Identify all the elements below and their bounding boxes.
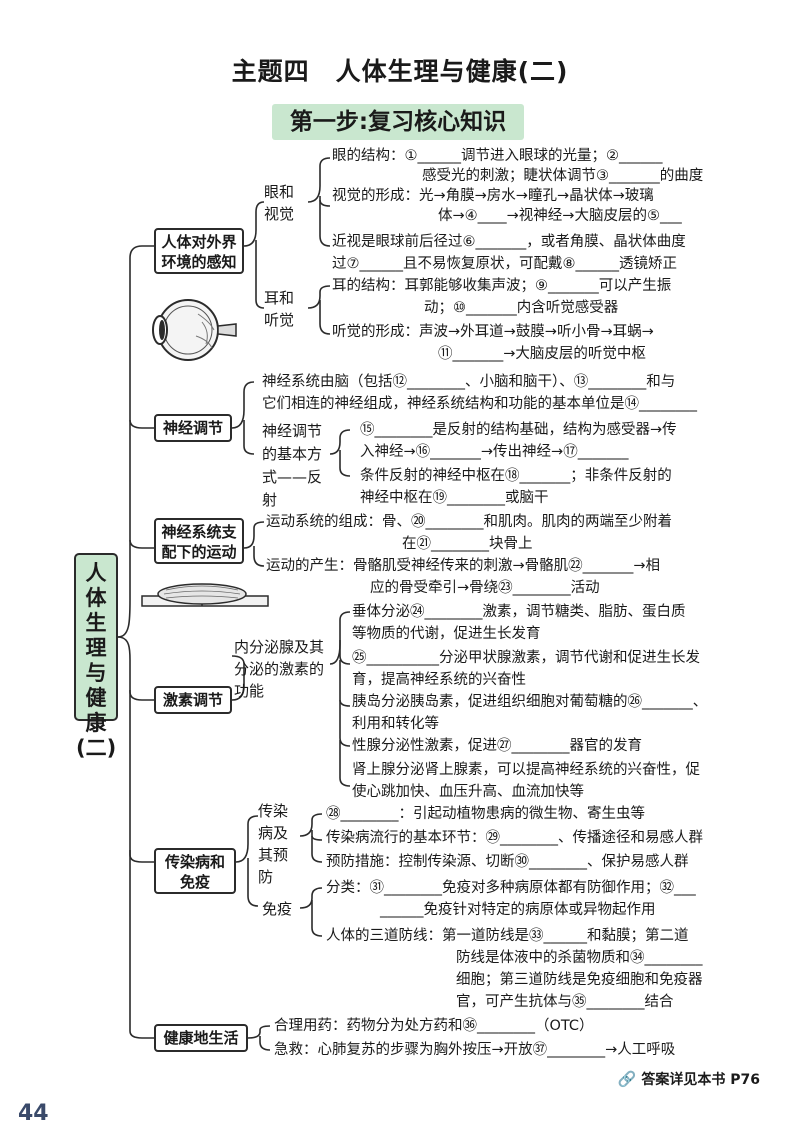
root-char: 康 [85, 711, 107, 735]
text-line: 垂体分泌㉔________激素，调节糖类、脂肪、蛋白质 [352, 604, 686, 620]
text-line: ______免疫针对特定的病原体或异物起作用 [380, 902, 656, 918]
text-line: 神经中枢在⑲________或脑干 [360, 490, 549, 506]
text-line: 入神经→⑯_______→传出神经→⑰_______ [360, 444, 629, 460]
text-line: ㉕__________分泌甲状腺激素，调节代谢和促进生长发 [352, 650, 700, 666]
text-line: 运动系统的组成：骨、⑳________和肌肉。肌肉的两端至少附着 [266, 514, 672, 530]
text-line: ㉘________：引起动植物患病的微生物、寄生虫等 [326, 806, 645, 822]
text-line: 神经系统由脑（包括⑫________、小脑和脑干）、⑬________和与 [262, 374, 676, 390]
text-line: 细胞；第三道防线是免疫细胞和免疫器 [456, 972, 703, 988]
sub-immune: 免疫 [262, 900, 293, 918]
text-line: 条件反射的神经中枢在⑱_______；非条件反射的 [360, 468, 672, 484]
text-line: 动；⑩_______内含听觉感受器 [424, 300, 619, 316]
root-char: 体 [85, 586, 107, 610]
text-line: 急救：心肺复苏的步骤为胸外按压→开放㊲________→人工呼吸 [274, 1042, 676, 1058]
text-line: 预防措施：控制传染源、切断㉚________、保护易感人群 [326, 854, 689, 870]
root-char: (二) [76, 736, 117, 760]
text-line: 人体的三道防线：第一道防线是㉝______和黏膜；第二道 [326, 928, 689, 944]
page-title: 主题四 人体生理与健康(二) [231, 57, 569, 86]
link-icon: 🔗 [617, 1070, 637, 1088]
text-line: 应的骨受牵引→骨绕㉓________活动 [370, 580, 600, 596]
text-line: 视觉的形成：光→角膜→房水→瞳孔→晶状体→玻璃 [332, 188, 654, 204]
category-nervous: 神经调节 [154, 414, 232, 442]
text-line: 合理用药：药物分为处方药和㊱________（OTC） [274, 1018, 594, 1034]
text-line: ⑪_______→大脑皮层的听觉中枢 [438, 346, 646, 362]
text-line: 过⑦______且不易恢复原状，可配戴⑧______透镜矫正 [332, 256, 677, 272]
text-line: 官，可产生抗体与㉟________结合 [456, 994, 674, 1010]
text-line: 体→④____→视神经→大脑皮层的⑤___ [438, 208, 682, 224]
text-line: 传染病流行的基本环节：㉙________、传播途径和易感人群 [326, 830, 703, 846]
root-char: 健 [85, 686, 107, 710]
section-banner: 第一步:复习核心知识 [272, 104, 524, 140]
text-line: 使心跳加快、血压升高、血流加快等 [352, 784, 584, 800]
sub-eye: 眼和视觉 [264, 183, 295, 223]
answer-note-text: 答案详见本书 P76 [641, 1072, 760, 1088]
text-line: 听觉的形成：声波→外耳道→鼓膜→听小骨→耳蜗→ [332, 324, 654, 340]
category-healthy: 健康地生活 [154, 1024, 248, 1052]
text-line: 利用和转化等 [352, 716, 439, 732]
text-line: 感受光的刺激；睫状体调节③_______的曲度 [422, 168, 704, 184]
sub-reflex: 神经调节的基本方式——反射 [262, 422, 323, 509]
text-line: 胰岛分泌胰岛素，促进组织细胞对葡萄糖的㉖_______、 [352, 694, 708, 710]
category-disease: 传染病和免疫 [154, 848, 236, 894]
page-number: 44 [18, 1101, 49, 1126]
text-line: 眼的结构：①______调节进入眼球的光量；②______ [332, 148, 663, 164]
text-line: 等物质的代谢，促进生长发育 [352, 626, 541, 642]
text-line: 它们相连的神经组成，神经系统结构和功能的基本单位是⑭________ [262, 396, 697, 412]
text-line: 近视是眼球前后径过⑥_______，或者角膜、晶状体曲度 [332, 234, 686, 250]
text-line: 运动的产生：骨骼肌受神经传来的刺激→骨骼肌㉒_______→相 [266, 558, 661, 574]
sub-epidemic: 传染病及其预防 [258, 802, 289, 886]
root-node: 人 体 生 理 与 健 康 (二) [74, 553, 118, 760]
answer-note: 🔗 答案详见本书 P76 [618, 1069, 760, 1089]
text-line: 防线是体液中的杀菌物质和㉞________ [456, 950, 703, 966]
sub-endocrine: 内分泌腺及其分泌的激素的功能 [234, 638, 325, 700]
eyeball-icon [152, 299, 237, 361]
root-char: 理 [85, 636, 107, 660]
text-line: 分类：㉛________免疫对多种病原体都有防御作用；㉜___ [326, 880, 696, 896]
muscle-bone-icon [141, 583, 269, 607]
root-char: 生 [85, 611, 107, 635]
category-hormone: 激素调节 [154, 686, 232, 714]
text-line: 肾上腺分泌肾上腺素，可以提高神经系统的兴奋性，促 [352, 762, 700, 778]
category-motion: 神经系统支配下的运动 [154, 518, 244, 564]
text-line: 性腺分泌性激素，促进㉗________器官的发育 [352, 738, 642, 754]
text-line: 在㉑________块骨上 [402, 536, 533, 552]
text-line: 耳的结构：耳郭能够收集声波；⑨_______可以产生振 [332, 278, 672, 294]
text-line: ⑮________是反射的结构基础，结构为感受器→传 [360, 422, 677, 438]
text-line: 育，提高神经系统的兴奋性 [352, 672, 526, 688]
root-char: 与 [85, 661, 107, 685]
sub-ear: 耳和听觉 [264, 289, 295, 329]
root-char: 人 [85, 561, 107, 585]
category-perception: 人体对外界环境的感知 [154, 228, 244, 274]
